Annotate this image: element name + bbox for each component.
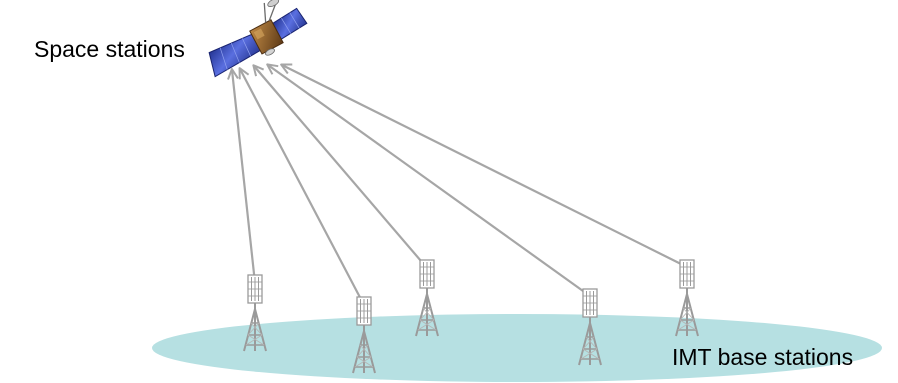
cell-tower-icon: [676, 260, 698, 336]
cell-tower-icon: [244, 275, 266, 351]
uplink-arrow: [232, 70, 255, 283]
uplink-arrow: [254, 66, 427, 268]
uplink-arrow: [240, 69, 364, 305]
cell-tower-icon: [416, 260, 438, 336]
imt-base-stations-label: IMT base stations: [672, 346, 853, 369]
space-stations-label: Space stations: [34, 38, 185, 61]
uplink-arrows: [232, 65, 687, 305]
uplink-arrow: [282, 65, 687, 267]
